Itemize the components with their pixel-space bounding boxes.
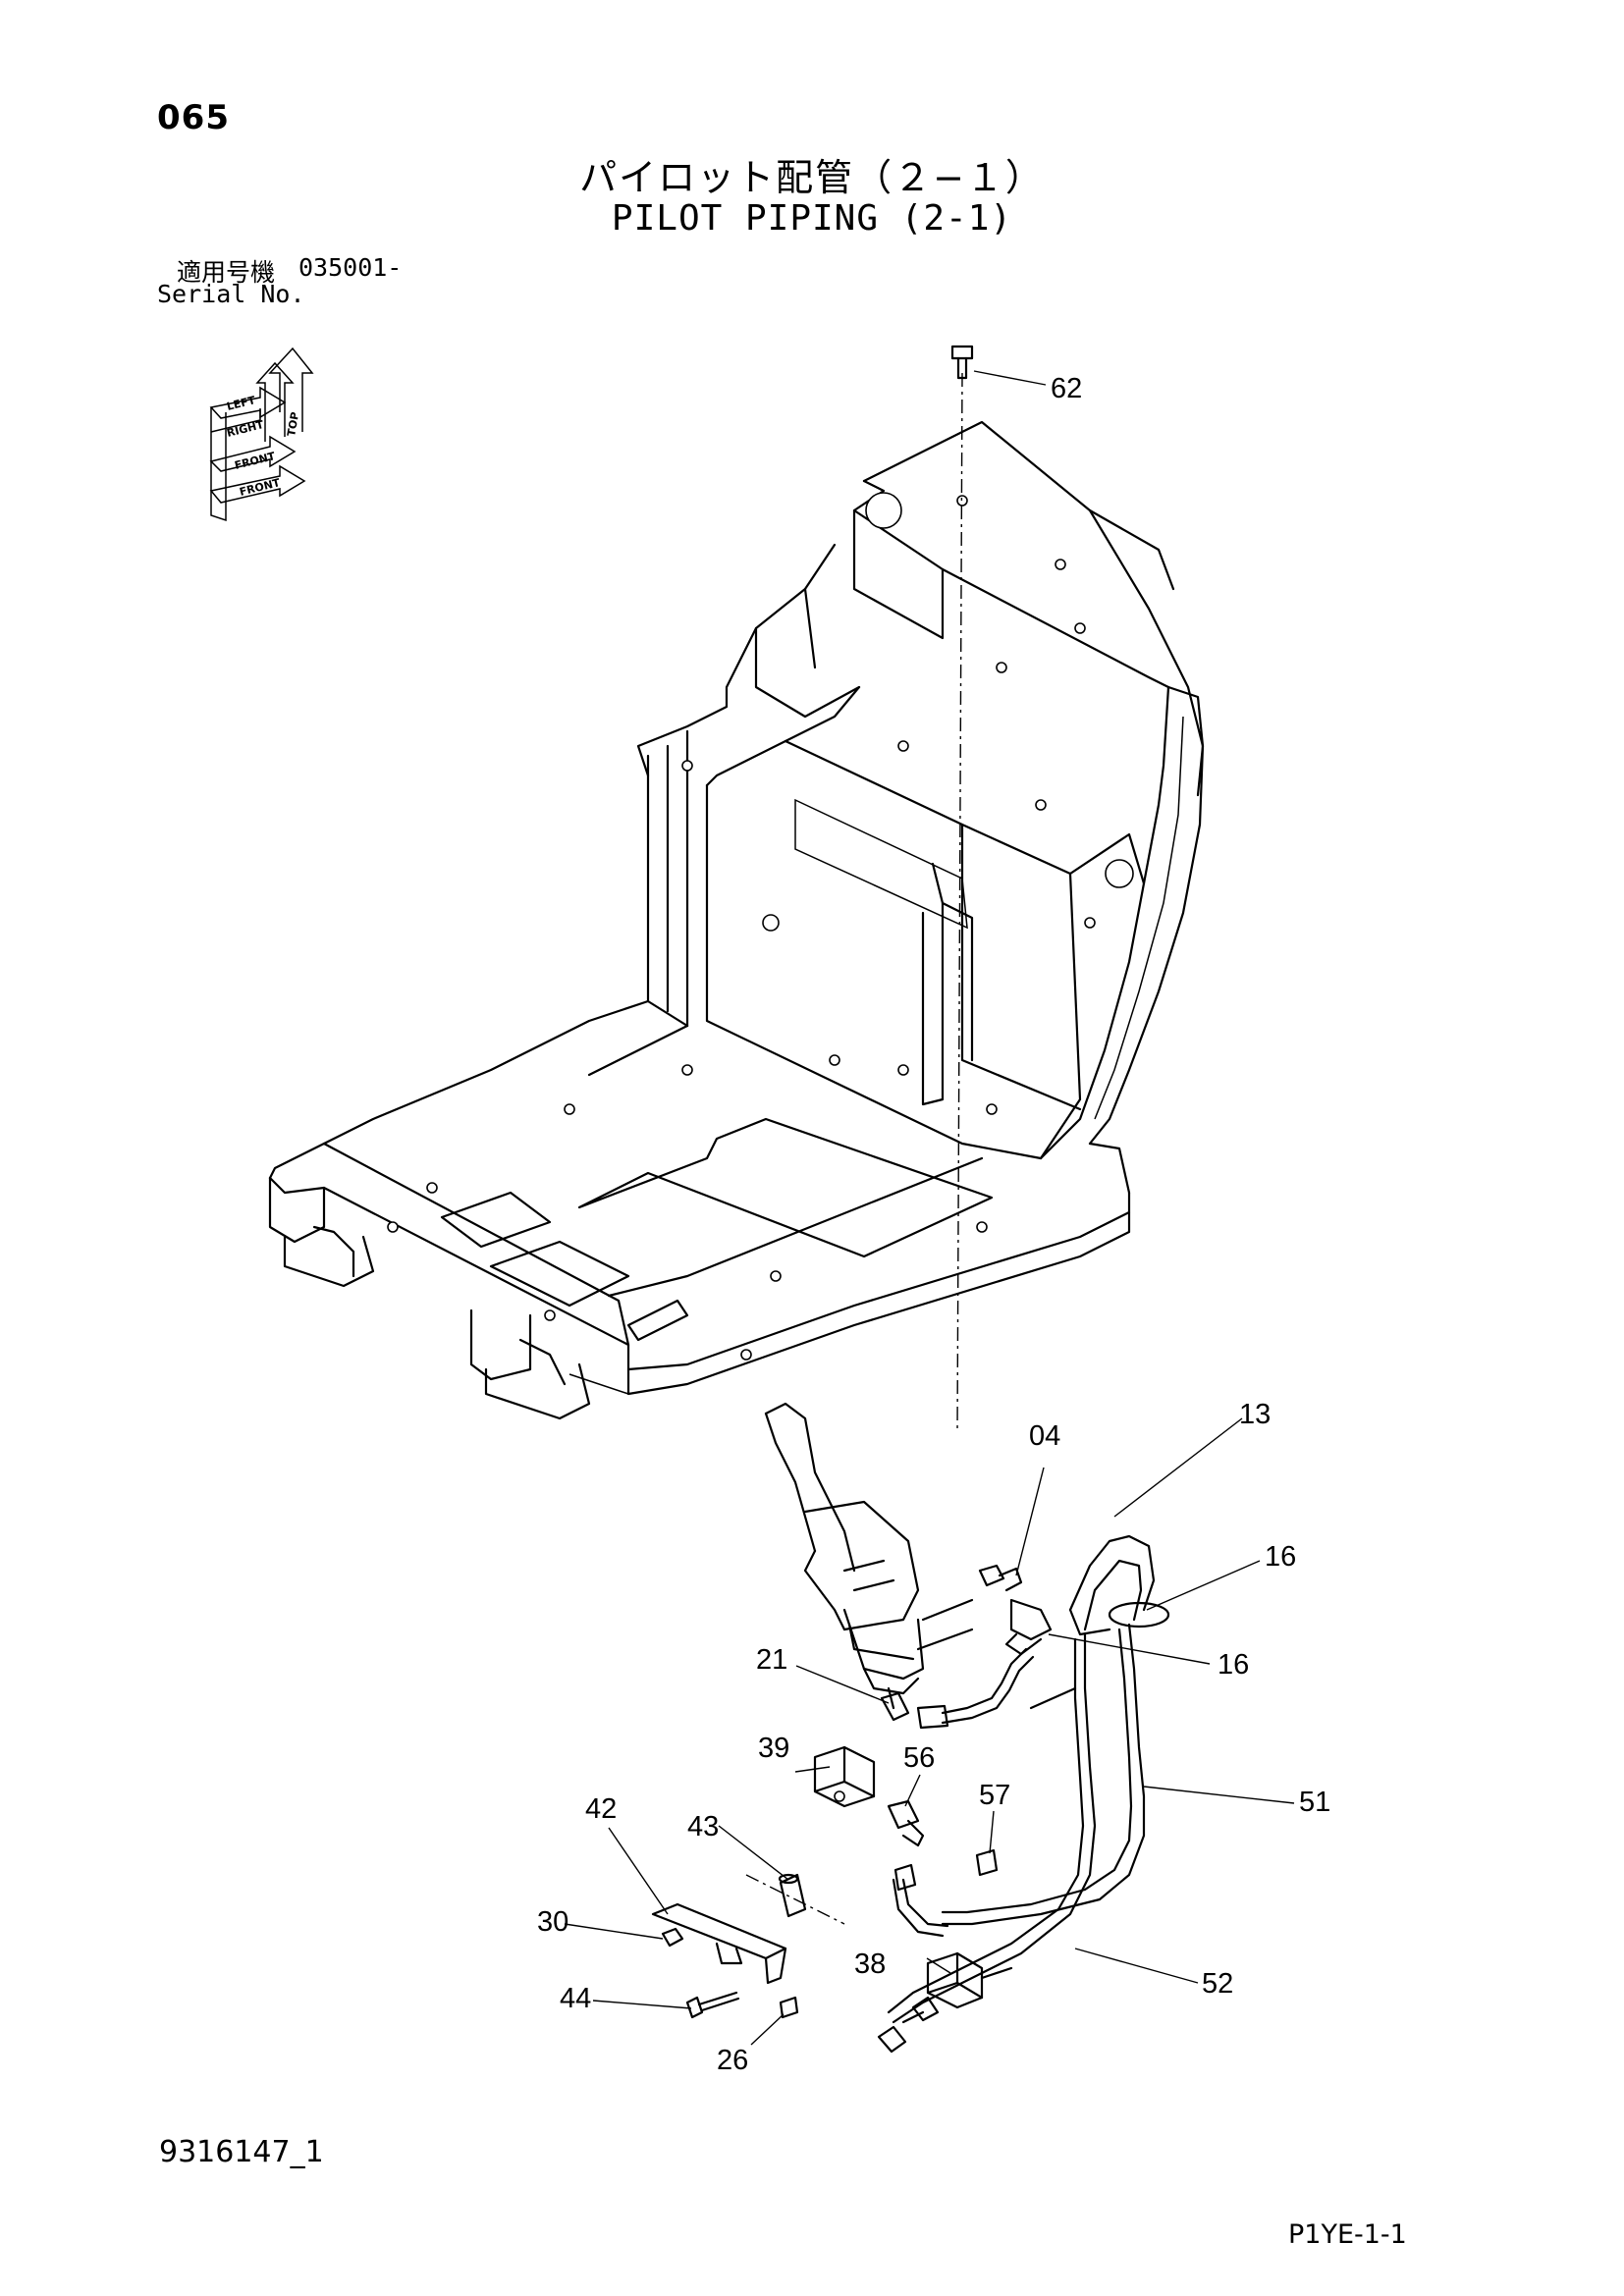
plug-57-icon <box>975 1848 999 1877</box>
callout-16-lower: 16 <box>1218 1649 1249 1681</box>
page-title-english: PILOT PIPING (2-1) <box>611 198 1013 239</box>
fitting-21-icon <box>880 1686 910 1722</box>
callout-leaders <box>564 370 1295 2046</box>
page-number: 065 <box>157 98 230 137</box>
clamp-16-icon <box>1004 1598 1170 1656</box>
callout-04: 04 <box>1029 1420 1060 1452</box>
serial-number: 035001- <box>298 253 403 282</box>
callout-21: 21 <box>756 1644 787 1676</box>
connecting-hose-icon <box>892 1863 949 1938</box>
callout-26: 26 <box>717 2045 748 2076</box>
bolt-26-icon <box>779 1996 799 2019</box>
callout-43: 43 <box>687 1811 719 1842</box>
valve-block-38-icon <box>926 1951 1013 2009</box>
hose-end-fitting-icon <box>877 1996 940 2054</box>
elbow-fitting-04-icon <box>978 1564 1023 1592</box>
callout-51: 51 <box>1299 1787 1330 1818</box>
orientation-label-right: RIGHT <box>226 418 266 440</box>
nut-30-icon <box>661 1927 684 1948</box>
page-title-japanese: パイロット配管（２−１） <box>579 156 1045 199</box>
callout-30: 30 <box>537 1906 568 1938</box>
fitting-56-icon <box>887 1799 925 1847</box>
callout-62: 62 <box>1051 373 1082 404</box>
orientation-label-front-2: FRONT <box>239 476 282 499</box>
bolt-44-icon <box>685 1991 740 2019</box>
hose-51-icon <box>941 1623 1146 1926</box>
callout-56: 56 <box>903 1742 935 1774</box>
callout-13: 13 <box>1239 1399 1271 1430</box>
hose-protector-13-icon <box>1068 1534 1156 1636</box>
callout-38: 38 <box>854 1949 886 1980</box>
pilot-valve-joystick-icon <box>764 1402 974 1695</box>
orientation-label-left: LEFT <box>226 394 257 413</box>
bracket-42-icon <box>651 1874 845 1985</box>
serial-label-japanese: 適用号機 <box>177 258 276 287</box>
pin-43-icon <box>778 1873 807 1918</box>
callout-52: 52 <box>1202 1968 1233 2000</box>
callout-44: 44 <box>560 1983 591 2014</box>
pilot-hose-icon <box>916 1647 1035 1730</box>
callout-57: 57 <box>979 1780 1010 1811</box>
drawing-code: 9316147_1 <box>159 2135 324 2169</box>
valve-block-39-icon <box>813 1745 876 1808</box>
callout-16-upper: 16 <box>1265 1541 1296 1573</box>
assembly-centerline <box>956 372 963 1434</box>
orientation-label-front-1: FRONT <box>234 450 277 472</box>
orientation-arrows-icon: LEFT RIGHT TOP FRONT FRONT <box>209 347 314 522</box>
orientation-label-top: TOP <box>285 411 301 438</box>
bolt-62-icon <box>950 345 974 380</box>
serial-label-english: Serial No. <box>157 280 305 308</box>
cab-frame-drawing <box>268 420 1205 1420</box>
sheet-code: P1YE-1-1 <box>1288 2219 1407 2250</box>
callout-39: 39 <box>758 1733 789 1764</box>
callout-42: 42 <box>585 1793 617 1825</box>
hose-52-icon <box>887 1632 1097 2024</box>
